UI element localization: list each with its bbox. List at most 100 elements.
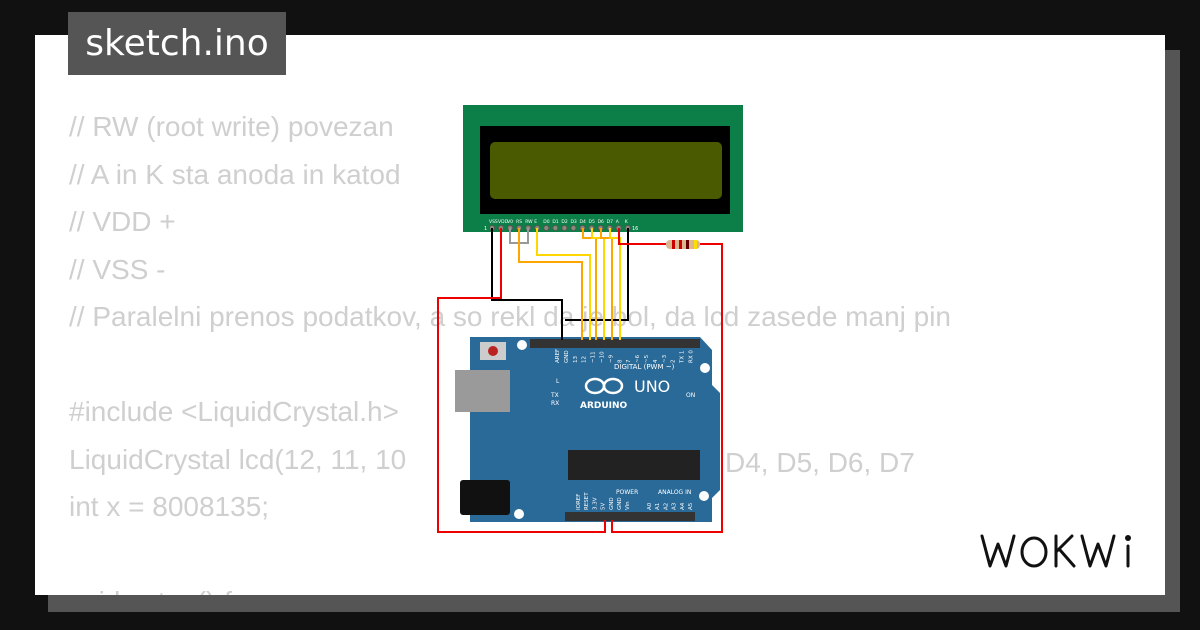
lcd-pin-label: D3 <box>570 219 576 225</box>
lcd-pin[interactable] <box>552 224 559 232</box>
lcd-pin-label: K <box>625 219 629 225</box>
digital-header <box>530 339 700 348</box>
wokwi-logo <box>980 534 1131 568</box>
code-line: LiquidCrystal lcd(12, 11, 10 <box>69 443 407 475</box>
digital-pin-label: ~11 <box>591 351 597 363</box>
pin-number-first: 1 <box>484 226 487 232</box>
wire-a <box>618 228 668 245</box>
arduino-uno-board[interactable]: DIGITAL (PWM ~) UNO ARDUINO POWER ANALOG… <box>455 337 720 522</box>
lcd-screen <box>490 142 722 199</box>
lcd-pin[interactable] <box>543 224 550 232</box>
power-pin-label: Vin <box>625 501 631 510</box>
power-pin-label: IOREF <box>576 494 582 510</box>
led-label-l: L <box>556 378 560 385</box>
wire-d5 <box>591 228 605 340</box>
power-pin-label: 5V <box>601 503 607 510</box>
lcd-pin-label: E <box>534 219 537 225</box>
lcd-pin[interactable] <box>570 224 577 232</box>
pin-number-last: 16 <box>632 226 638 232</box>
lcd-pin-label: D1 <box>552 219 558 225</box>
lcd-pin-label: D2 <box>561 219 567 225</box>
code-line: #include <LiquidCrystal.h> <box>69 396 399 427</box>
code-line: // Paralelni prenos podatkov, a so rekl … <box>69 301 951 332</box>
digital-pin-label: AREF <box>555 349 561 363</box>
digital-pin-label: 4 <box>653 359 659 363</box>
lcd-pin-label: V0 <box>507 219 513 225</box>
analog-pin-label: A4 <box>680 502 686 510</box>
analog-pin-label: A0 <box>647 502 653 510</box>
code-line: int x = 8008135; <box>69 491 270 522</box>
usb-port <box>455 370 510 412</box>
digital-pin-label: 7 <box>626 359 632 363</box>
wire-d7 <box>609 228 621 340</box>
lcd-pin-label: D4 <box>580 219 586 225</box>
file-tab: sketch.ino <box>68 12 286 75</box>
lcd-pin-label: VDD <box>498 219 509 225</box>
digital-pin-label: TX 1 <box>680 351 686 364</box>
resistor[interactable] <box>666 240 700 249</box>
wire-d4 <box>582 228 597 340</box>
digital-pin-label: ~9 <box>608 354 614 363</box>
arduino-brand: ARDUINO <box>580 401 628 411</box>
digital-label: DIGITAL (PWM ~) <box>614 363 675 371</box>
digital-pin-label: GND <box>564 350 570 363</box>
lcd-pin-label: D0 <box>543 219 549 225</box>
code-block: // RW (root write) povezan // A in K sta … <box>69 103 951 595</box>
digital-pin-label: 12 <box>582 356 588 363</box>
power-header <box>565 512 695 521</box>
mount-hole <box>517 340 527 350</box>
lcd-pin-label: RW <box>525 219 533 225</box>
digital-pin-label: 2 <box>671 360 677 364</box>
led-label-tx: TX <box>550 392 559 399</box>
analog-pin-label: A2 <box>663 503 669 510</box>
lcd-pin-label: D6 <box>598 219 604 225</box>
analog-label: ANALOG IN <box>658 489 691 496</box>
lcd-pin-label: VSS <box>489 219 498 225</box>
power-pin-label: GND <box>609 497 615 510</box>
wires <box>437 228 723 533</box>
wire-gnd <box>491 228 563 340</box>
code-line: void setup() { <box>69 578 951 595</box>
lcd-pin-label: RS <box>516 219 522 225</box>
arduino-logo-icon <box>584 377 624 395</box>
microcontroller-chip <box>568 450 700 480</box>
wire-d6 <box>600 228 613 340</box>
power-pin-label: 3.3V <box>592 497 598 510</box>
mount-hole <box>514 509 524 519</box>
code-line: // A in K sta anoda in katod <box>69 158 401 190</box>
led-label-rx: RX <box>551 400 559 407</box>
analog-pin-label: A1 <box>655 503 661 510</box>
wire-vdd <box>437 228 606 533</box>
lcd-pin[interactable] <box>561 224 568 232</box>
digital-pin-label: ~6 <box>635 354 641 363</box>
lcd-pin-label: D5 <box>589 219 595 225</box>
uno-label: UNO <box>634 377 670 396</box>
power-label: POWER <box>616 489 638 496</box>
wire-k <box>565 228 629 321</box>
mount-hole <box>699 491 709 501</box>
code-line-tail: D4, D5, D6, D7 <box>725 447 915 478</box>
analog-pin-label: A3 <box>672 502 678 510</box>
digital-pin-label: ~3 <box>662 354 668 363</box>
digital-pin-label: ~5 <box>644 354 650 363</box>
on-label: ON <box>686 392 695 399</box>
digital-pin-label: 13 <box>573 356 579 363</box>
lcd-pin-label: A <box>616 219 620 225</box>
wire-5v <box>611 243 723 533</box>
reset-button-cap <box>488 346 498 356</box>
wire-rs <box>518 228 583 340</box>
power-pin-label: GND <box>617 497 623 510</box>
power-pin-label: RESET <box>584 492 590 510</box>
mount-hole <box>700 363 710 373</box>
digital-pin-label: 8 <box>617 359 623 363</box>
digital-pin-label: RX 0 <box>689 350 695 363</box>
analog-pin-label: A5 <box>688 502 694 510</box>
digital-pin-label: ~10 <box>600 351 606 363</box>
code-line: // RW (root write) povezan <box>69 111 394 142</box>
code-line: // VSS - <box>69 253 166 285</box>
power-jack <box>460 480 510 515</box>
wire-e <box>536 228 591 340</box>
code-line: // VDD + <box>69 206 176 237</box>
